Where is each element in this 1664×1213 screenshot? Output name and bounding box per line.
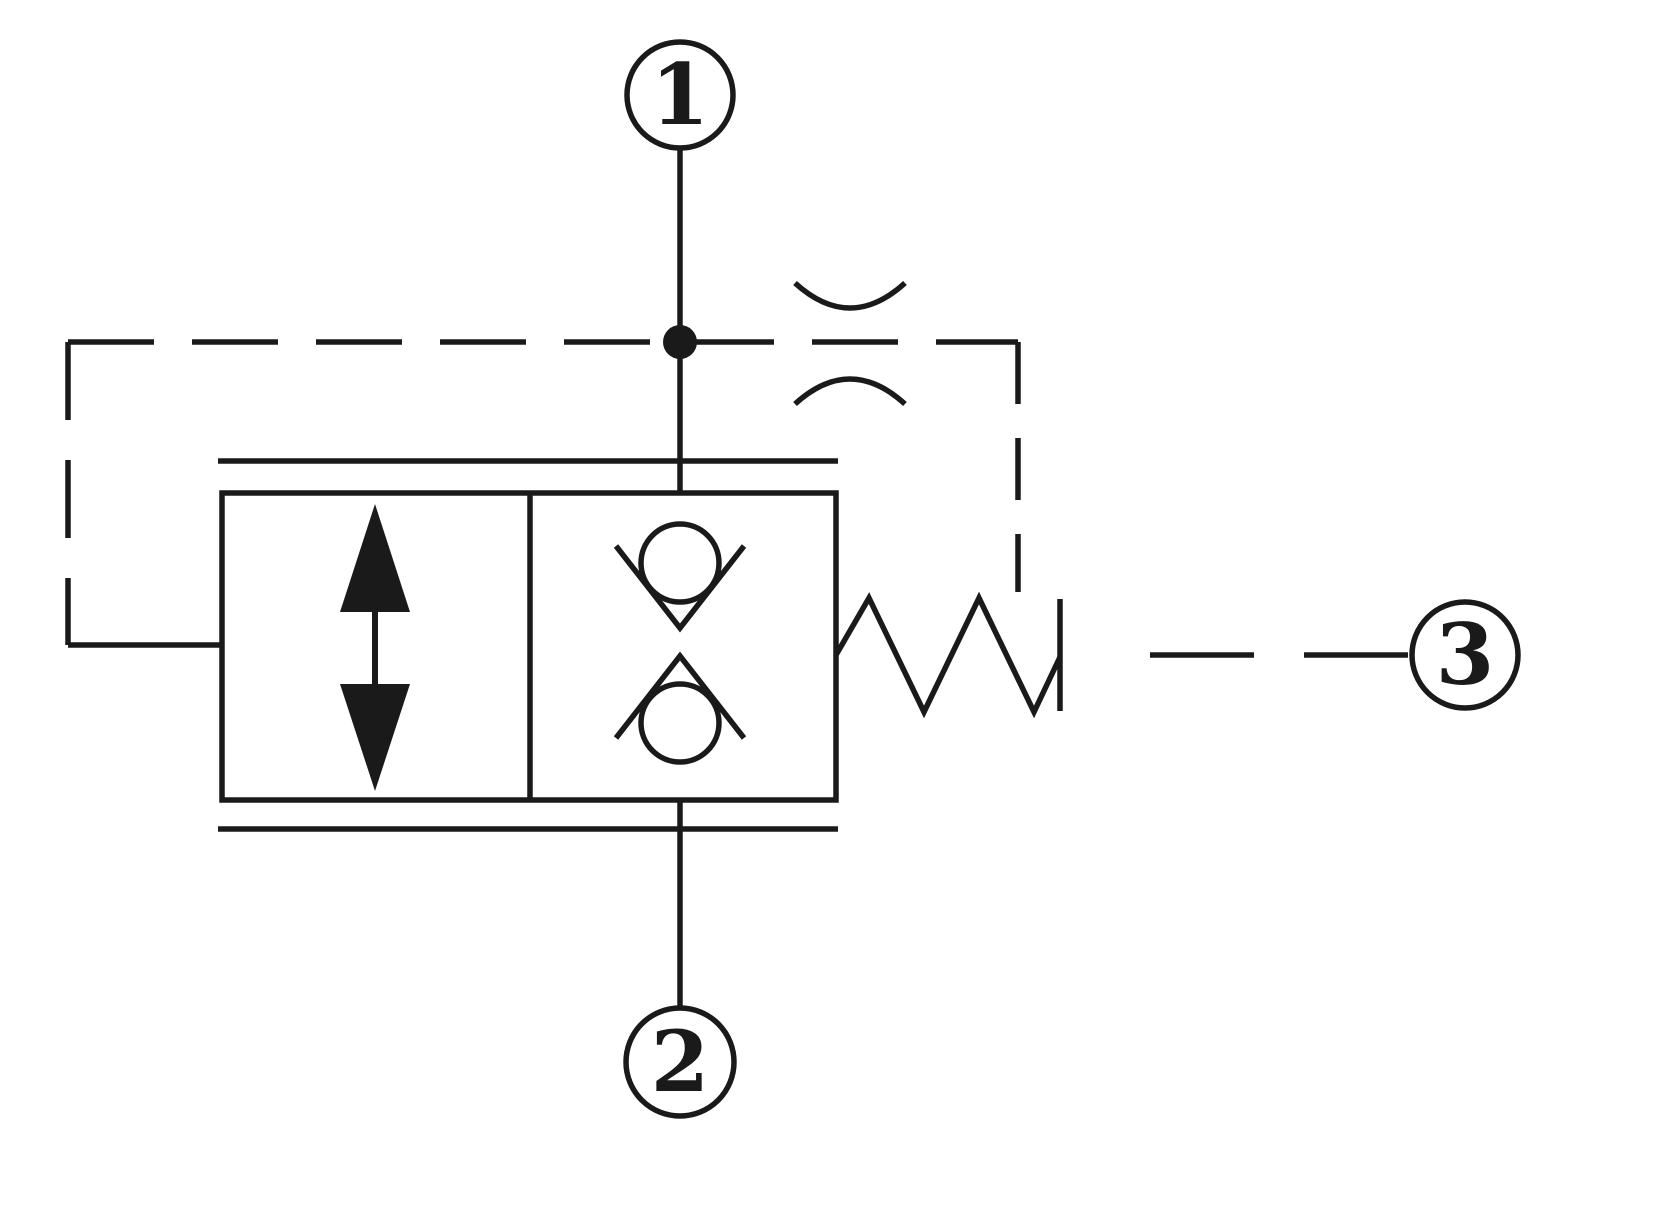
arrow-head-down	[340, 684, 410, 791]
spool-double-arrow	[340, 504, 410, 791]
valve-body	[219, 490, 839, 803]
port-3-circle	[1409, 599, 1521, 711]
port-2-circle	[623, 1005, 737, 1119]
orifice-restriction-symbol	[793, 280, 907, 407]
upper-poppet-ball	[638, 521, 722, 605]
spring-zigzag	[833, 591, 1063, 719]
port-3: 3	[1409, 599, 1521, 711]
port-1-circle	[624, 39, 736, 151]
check-valve-upper	[613, 521, 747, 633]
bias-spring	[833, 591, 1063, 719]
port-3-label: 3	[1436, 605, 1494, 704]
orifice-lower-arc	[793, 376, 907, 407]
port-1: 1	[624, 39, 736, 151]
arrow-head-up	[340, 504, 410, 612]
port-2-label: 2	[651, 1012, 709, 1111]
check-valve-lower	[613, 651, 747, 765]
orifice-upper-arc	[793, 280, 907, 311]
lower-seat	[613, 651, 747, 740]
lower-poppet-ball	[638, 681, 722, 765]
port-2: 2	[623, 1005, 737, 1119]
upper-seat	[613, 544, 747, 633]
port-1-label: 1	[651, 45, 709, 144]
